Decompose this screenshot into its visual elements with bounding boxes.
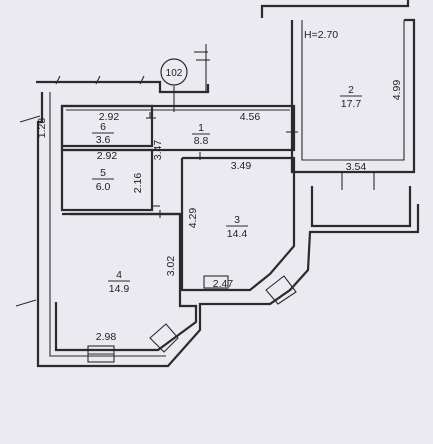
dim-label: 4.56 xyxy=(240,111,261,123)
dimension-labels: 4.56 3.54 4.99 3.49 4.29 2.47 3.47 2.92 … xyxy=(36,80,403,343)
building-number: 102 xyxy=(166,68,183,79)
ceiling-height: H=2.70 xyxy=(304,29,338,41)
room-1-area: 8.8 xyxy=(194,135,209,147)
building-number-circle xyxy=(160,58,188,86)
dim-label: 2.92 xyxy=(99,111,120,123)
dim-label: 3.54 xyxy=(346,161,367,173)
room-6-id: 6 xyxy=(100,121,106,133)
dim-label: 2.98 xyxy=(96,331,117,343)
openings xyxy=(15,44,375,363)
room-1-id: 1 xyxy=(198,122,204,134)
room-2-id: 2 xyxy=(348,84,354,96)
room-6-area: 3.6 xyxy=(96,134,111,146)
interior-walls xyxy=(54,104,296,352)
dim-label: 4.29 xyxy=(187,208,199,229)
dim-label: 2.47 xyxy=(213,278,234,290)
dim-label: 3.47 xyxy=(152,140,164,161)
room-5-area: 6.0 xyxy=(96,181,111,193)
room-3-id: 3 xyxy=(234,214,240,226)
room-labels: 1 8.8 2 17.7 3 14.4 4 14.9 5 6.0 6 3.6 xyxy=(92,84,362,295)
dim-label: 1.23 xyxy=(36,118,48,139)
room-4-id: 4 xyxy=(116,269,122,281)
dim-label: 3.02 xyxy=(165,256,177,277)
dimension-ticks xyxy=(146,112,298,218)
dim-label: 4.99 xyxy=(391,80,403,101)
room-5-id: 5 xyxy=(100,167,106,179)
dim-label: 2.16 xyxy=(132,173,144,194)
room-4-area: 14.9 xyxy=(109,283,130,295)
dim-label: 2.92 xyxy=(97,150,118,162)
outer-walls xyxy=(36,0,420,368)
room-2-area: 17.7 xyxy=(341,98,362,110)
dim-label: 3.49 xyxy=(231,160,252,172)
room-3-area: 14.4 xyxy=(227,228,248,240)
